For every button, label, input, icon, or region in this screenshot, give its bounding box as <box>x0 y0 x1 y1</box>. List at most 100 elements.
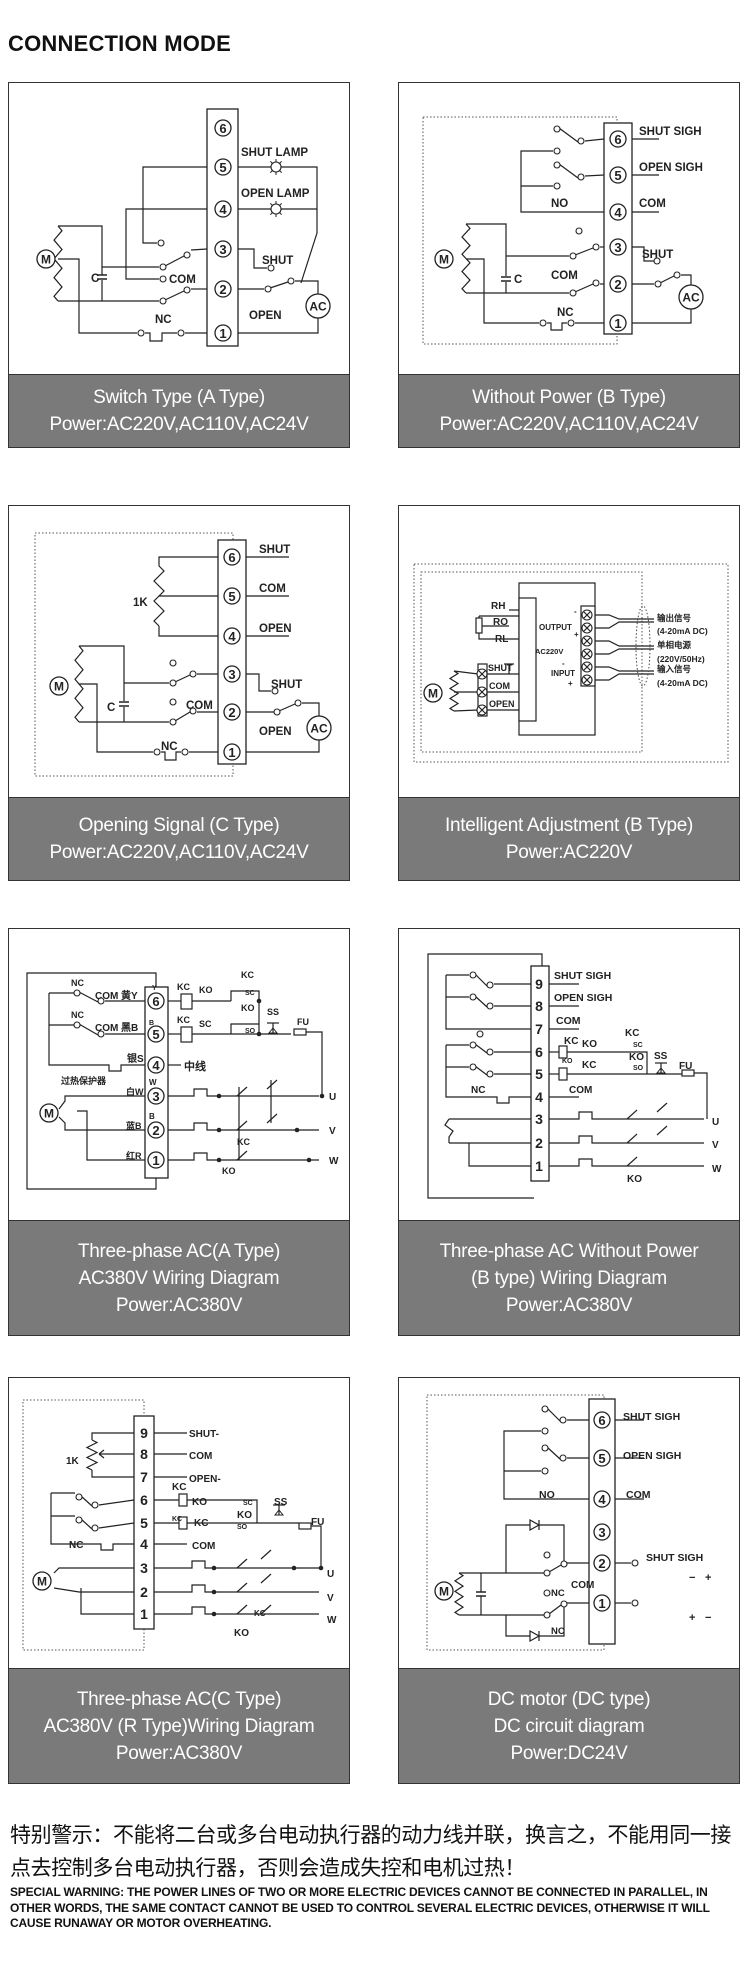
diode-icon <box>529 1629 541 1643</box>
caption-line: Power:AC380V <box>505 1294 633 1316</box>
component-box <box>475 617 483 634</box>
switch-contact-icon <box>673 271 681 279</box>
contact-icon <box>543 1551 551 1559</box>
wire <box>238 318 319 334</box>
terminal-bg <box>534 1045 544 1059</box>
diagram-label: KC <box>564 1036 578 1047</box>
diagram-label: SS <box>654 1051 668 1062</box>
terminal-number: 1 <box>614 316 621 331</box>
junction-dot <box>211 1611 217 1617</box>
wire <box>142 166 207 244</box>
contact-icon <box>631 1559 639 1567</box>
wire <box>584 138 605 142</box>
wire <box>238 248 267 269</box>
diagram-label: + <box>568 679 573 688</box>
terminal-circle <box>214 119 232 137</box>
diagram-label: U <box>327 1569 334 1580</box>
diagram-label: NO <box>539 1489 555 1501</box>
terminal-number: 2 <box>219 282 226 297</box>
contact-icon <box>543 1589 551 1597</box>
terminal-number: 3 <box>152 1089 159 1104</box>
terminal-circle <box>214 158 232 176</box>
switch-contact-icon <box>189 670 197 678</box>
wire <box>58 225 103 275</box>
wire <box>98 1522 135 1529</box>
wire <box>453 670 479 675</box>
terminal-circle <box>223 587 241 605</box>
wire <box>260 1573 272 1584</box>
terminal-circle <box>593 1411 611 1429</box>
terminal-circle <box>593 1554 611 1572</box>
diagram-label: COM <box>551 270 578 282</box>
switch-contact-icon <box>469 993 477 1001</box>
wire <box>158 556 218 566</box>
wire <box>260 1549 272 1560</box>
contact-icon <box>631 1599 639 1607</box>
diagram-label: SC <box>199 1019 212 1029</box>
diagram-label: COM <box>571 1580 594 1591</box>
wire <box>26 972 157 1190</box>
wire <box>584 174 605 177</box>
wire <box>468 1143 531 1167</box>
wire <box>474 973 488 987</box>
junction-dot <box>306 1157 312 1163</box>
wire <box>478 706 486 714</box>
terminal-bg <box>139 1470 149 1484</box>
diagram-label: NC <box>551 1588 565 1599</box>
diagram-label: KO <box>234 1628 249 1639</box>
junction-dot <box>256 1031 262 1037</box>
diagram-label: - <box>574 607 577 616</box>
terminal-number: 1 <box>152 1153 159 1168</box>
diagram-label: OPEN SIGH <box>623 1450 681 1462</box>
terminal-circle <box>147 992 165 1010</box>
wire <box>453 1572 465 1616</box>
switch-contact-icon <box>169 718 177 726</box>
wire <box>78 991 99 1003</box>
contact-icon <box>169 659 177 667</box>
diagram-label: COM <box>259 583 286 595</box>
contact-icon <box>181 748 189 756</box>
diagram-label: NC <box>557 307 574 319</box>
warning-chinese: 特别警示：不能将二台或多台电动执行器的动力线并联，换言之，不能用同一接点去控制多… <box>10 1823 731 1880</box>
terminal-circle <box>609 203 627 221</box>
diagram-label: OUTPUT <box>539 623 572 632</box>
wire <box>168 1088 319 1097</box>
diagram-label: COM <box>186 700 213 712</box>
switch-contact-icon <box>486 981 494 989</box>
terminal-circle <box>223 743 241 761</box>
terminal-strip <box>217 539 247 765</box>
caption-line: AC380V Wiring Diagram <box>78 1267 280 1289</box>
wire <box>549 1111 704 1120</box>
terminal-number: 6 <box>598 1413 605 1428</box>
diagram-label: Y <box>152 985 157 992</box>
diagram-label: V <box>329 1126 336 1137</box>
switch-contact-icon <box>469 971 477 979</box>
switch-contact-icon <box>553 125 561 133</box>
diagram-label: SS <box>274 1497 288 1508</box>
terminal-number: 1 <box>598 1596 605 1611</box>
warning-english: SPECIAL WARNING: THE POWER LINES OF TWO … <box>10 1885 710 1930</box>
wire <box>168 1122 319 1131</box>
switch-contact-icon <box>541 1444 549 1452</box>
terminal-number: 9 <box>535 976 543 992</box>
caption-line: Power:AC220V,AC110V,AC24V <box>49 842 309 863</box>
diagram-label: B <box>149 1020 154 1027</box>
diagram-label: (4-20mA DC) <box>657 626 708 636</box>
diagram-label: (4-20mA DC) <box>657 678 708 688</box>
diagram-label: KO <box>562 1058 573 1065</box>
wire <box>187 1499 258 1523</box>
wire <box>260 1604 272 1615</box>
contact-icon <box>553 182 561 190</box>
diagram-label: SHUT SIGH <box>639 126 702 138</box>
terminal-strip <box>206 108 239 347</box>
diagram-label: SHUT SIGH <box>554 970 611 982</box>
wire <box>520 150 604 213</box>
switch-contact-icon <box>486 1002 494 1010</box>
diagram-label: KC <box>194 1518 208 1529</box>
terminal-circle <box>609 238 627 256</box>
diagram-label: U <box>712 1117 719 1128</box>
wire <box>478 688 486 696</box>
switch-contact-icon <box>75 1516 83 1524</box>
terminal-number: 5 <box>614 168 621 183</box>
